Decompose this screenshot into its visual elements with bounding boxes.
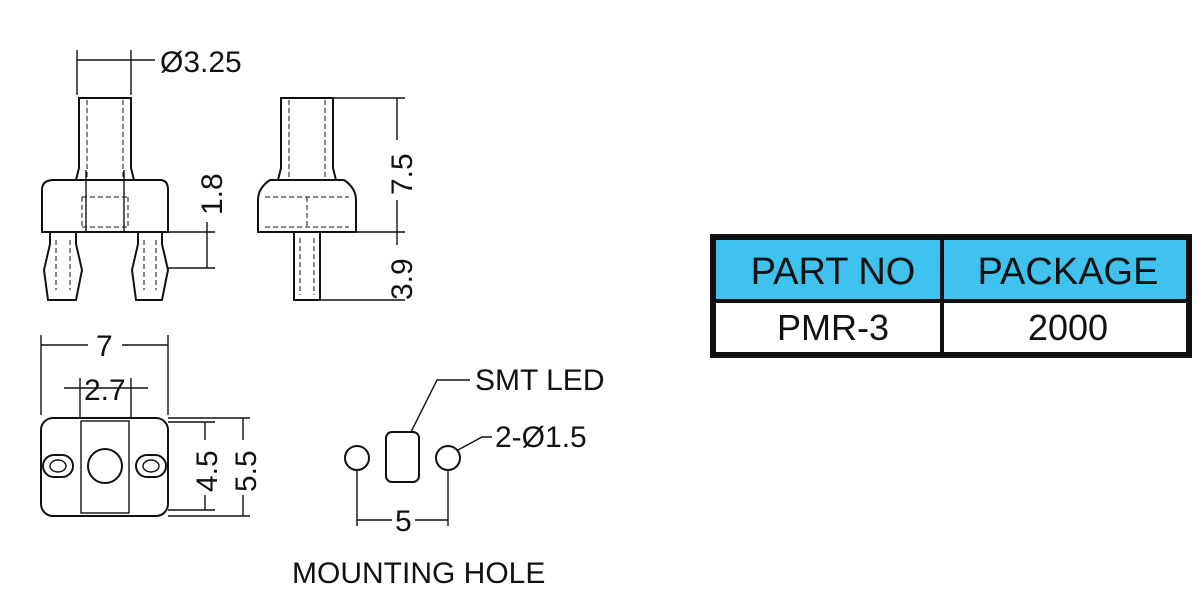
smt-led-label: SMT LED [475,364,604,397]
dim-5-text: 5 [395,505,412,538]
dim-5-5-text: 5.5 [230,450,263,492]
dim-1-8-text: 1.8 [196,173,229,215]
table-cell-package: 2000 [1028,307,1108,348]
dim-dia-3-25-text: Ø3.25 [160,46,242,79]
dim-3-9-text: 3.9 [386,258,419,300]
dim-7: 7 [40,330,169,415]
dim-2-7-text: 2.7 [84,374,126,407]
mounting-hole-title: MOUNTING HOLE [292,557,545,590]
table-cell-part-no: PMR-3 [777,307,889,348]
dim-4-5: 4.5 [168,421,224,511]
dim-7-5-text: 7.5 [386,153,419,195]
dim-7-text: 7 [96,330,113,363]
dim-3-9: 3.9 [320,232,419,301]
table-header-cell-part-no [716,240,941,300]
mounting-hole-pattern: 5 [344,379,492,538]
dim-4-5-text: 4.5 [191,450,224,492]
part-table: PART NO PACKAGE PMR-3 2000 [710,234,1192,358]
dim-1-8: 1.8 [168,173,229,269]
table-header-cell-package [944,240,1186,300]
holes-label: 2-Ø1.5 [495,421,587,454]
dim-2-7: 2.7 [64,374,148,418]
dim-5-5: 5.5 [168,417,263,517]
dim-dia-3-25: Ø3.25 [76,46,242,95]
table-header-package: PACKAGE [978,251,1159,293]
side-view [257,97,357,301]
dim-7-5: 7.5 [333,97,419,233]
table-header-part-no: PART NO [751,251,916,293]
top-view [40,417,169,517]
front-view [41,97,170,301]
